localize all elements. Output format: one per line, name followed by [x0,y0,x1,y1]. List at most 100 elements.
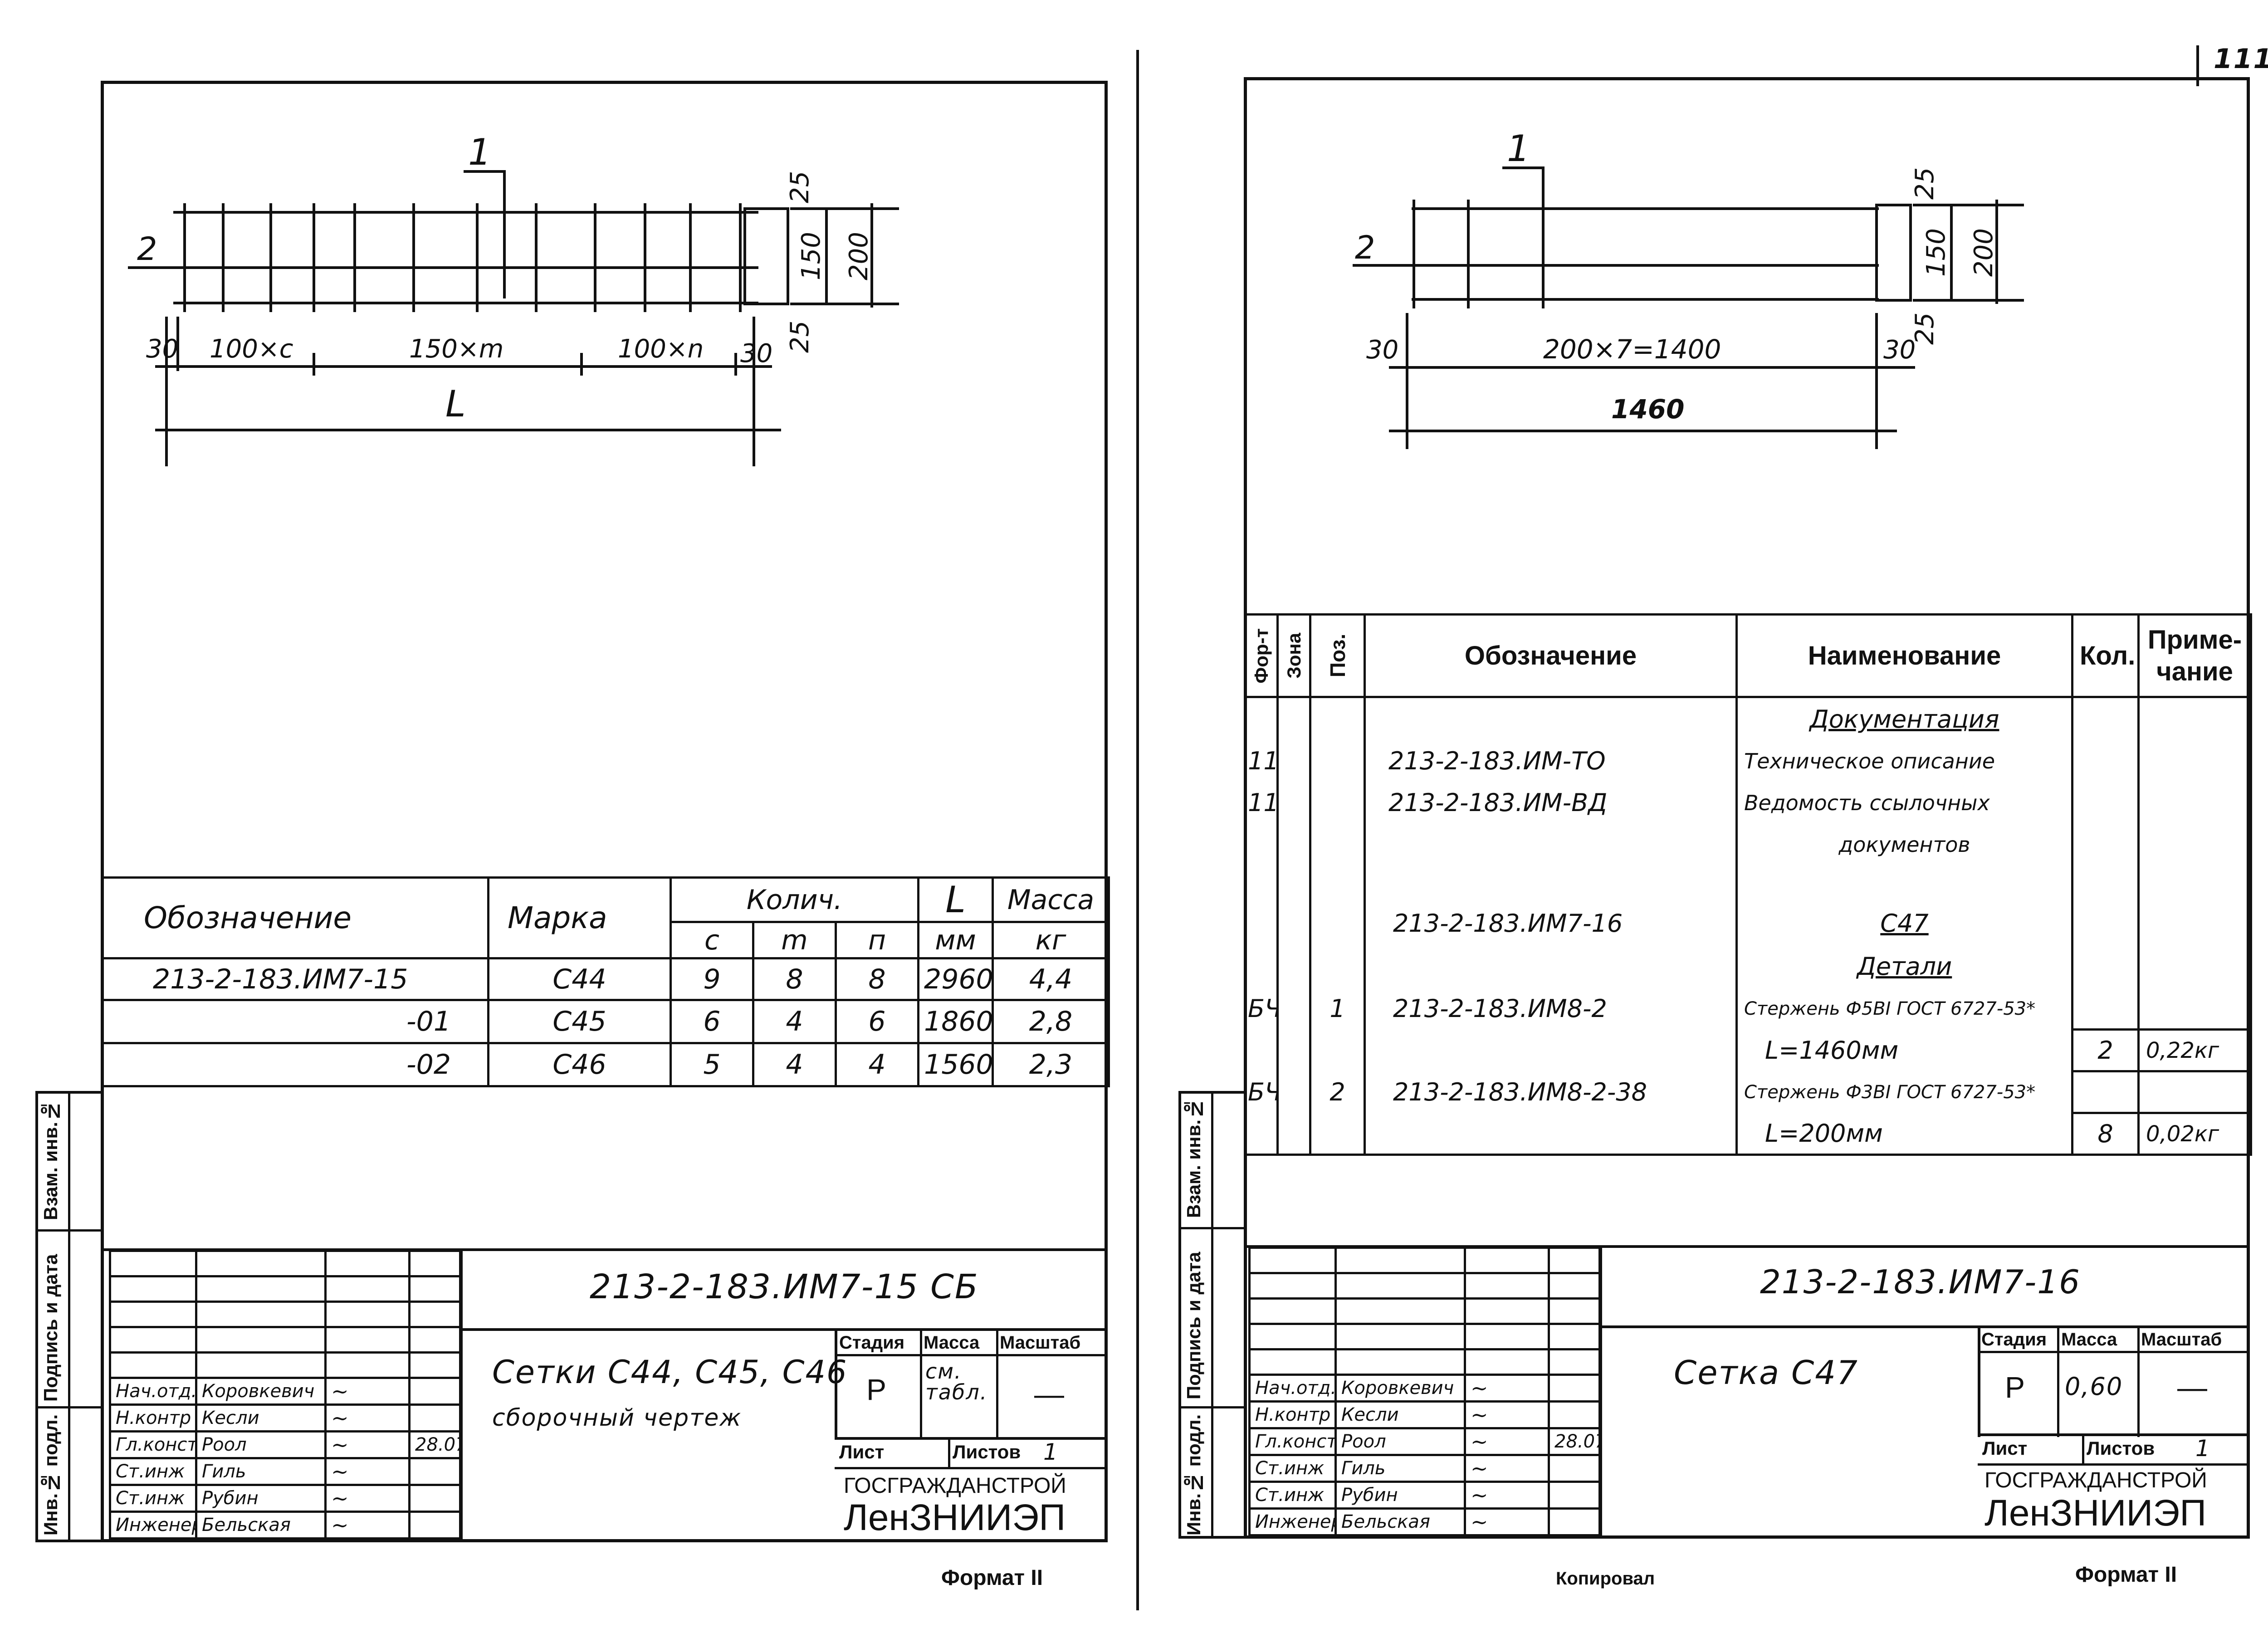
spec-name: Детали [1857,952,1952,981]
staff-role: Нач.отд. [1248,1374,1337,1403]
spec-note [2137,1071,2252,1113]
header-mass-unit: кг [992,921,1110,959]
right-mass-label: Масса [2061,1330,2117,1350]
right-scale-value: — [2177,1370,2207,1404]
right-stage-vline [2137,1325,2140,1437]
left-sheet-frame [101,81,1108,1542]
left-stage-hline [835,1354,1108,1356]
spec-qty [2071,988,2140,1030]
spec-designation [1364,1029,1738,1071]
spec-designation [1364,944,1738,988]
left-stage-hline [835,1437,1108,1440]
signature-mark: ~ [331,1486,349,1511]
right-strip-divider [1211,1091,1213,1539]
left-strip-divider [35,1229,103,1232]
spec-pos [1309,1029,1366,1071]
signature-mark: ~ [331,1433,349,1457]
spec-note [2137,988,2252,1030]
spec-format [1244,1113,1279,1156]
staff-role: Инженер [1248,1507,1337,1536]
row-mark: С44 [487,957,672,1001]
staff-name: Кесли [195,1403,327,1433]
spec-qty [2071,697,2140,740]
left-title-line1: Сетки С44, С45, С46 [492,1354,848,1391]
left-mass-label: Масса [924,1333,980,1353]
spec-designation [1364,1113,1738,1156]
spec-header-zone-text: Зона [1283,633,1305,679]
spec-header-note-line2: чание [2156,656,2233,686]
spec-header-name: Наименование [1735,613,2073,698]
row-length: 2960 [917,957,994,1001]
spec-name-cell: Документация [1735,697,2073,740]
spec-format [1244,697,1279,740]
left-strip-inv-vzam: Взам. инв.№ [40,1100,61,1220]
row-length: 1560 [917,1042,994,1087]
staff-role: Гл.констр [109,1430,197,1459]
spec-designation [1364,865,1738,902]
row-m: 8 [752,957,837,1001]
spec-note [2137,740,2252,782]
left-dim-30-left: 30 [146,334,178,364]
left-leader-label: 1 [468,131,491,173]
spec-header-note: Приме-чание [2137,613,2252,698]
spec-pos [1309,901,1366,945]
spec-header-qty: Кол. [2071,613,2140,698]
spec-pos: 2 [1309,1071,1366,1113]
right-dim-150: 150 [1921,228,1951,277]
row-m: 4 [752,999,837,1044]
right-scale-label: Масштаб [2141,1330,2222,1350]
right-sheet-row-vline [2082,1433,2084,1465]
right-dim-total: 1460 [1611,394,1684,425]
signature-mark: ~ [1471,1376,1488,1400]
signature-mark: ~ [331,1406,349,1430]
spec-header-note-line1: Приме- [2147,625,2242,655]
spec-row: Документация [1244,697,2252,740]
row-c: 6 [670,999,754,1044]
right-stage-grid [1978,1325,2250,1437]
spec-pos [1309,865,1366,902]
right-stage-hline [1978,1433,2250,1436]
header-n: п [834,921,920,959]
spec-header-zone: Зона [1276,613,1311,698]
signature-mark: ~ [331,1513,349,1537]
right-title-block [1244,1245,2250,1539]
spec-designation: 213-2-183.ИМ8-2 [1364,988,1738,1030]
left-tb-hline [459,1328,1108,1331]
spec-note [2137,944,2252,988]
right-strip-divider [1178,1406,1246,1408]
left-dim-150: 150 [797,232,826,280]
left-side-label: 2 [137,230,157,268]
row-n: 8 [834,957,920,1001]
staff-name: Коровкевич [1334,1374,1466,1403]
signature-mark: ~ [1471,1429,1488,1454]
header-mass: Масса [992,876,1110,923]
staff-name: Бельская [195,1511,327,1540]
staff-row: Нач.отд.Коровкевич~ [109,1377,463,1406]
spec-header-pos: Поз. [1309,613,1366,698]
row-c: 9 [670,957,754,1001]
staff-name: Кесли [1334,1400,1466,1429]
header-count: Колич. [669,876,920,923]
right-spec-table: Фор-т Зона Поз. Обозначение Наименование… [1244,613,2252,1156]
row-designation: -01 [101,999,489,1044]
left-strip-divider [68,1091,70,1542]
staff-row: Нач.отд.Коровкевич~ [1248,1374,1602,1403]
right-stage-vline [2057,1325,2059,1437]
right-sheet-label: Лист [1982,1438,2028,1459]
staff-role: Нач.отд. [109,1377,197,1406]
spec-name [1735,865,2073,902]
spec-format [1244,823,1279,865]
spec-header-format-text: Фор-т [1250,628,1272,684]
row-mark: С46 [487,1042,672,1087]
staff-role: Н.контр [109,1403,197,1433]
table-row: -01 С45 6 4 6 1860 2,8 [101,999,1110,1044]
spec-name-cell: Детали [1735,944,2073,988]
spec-qty [2071,740,2140,782]
spec-designation: 213-2-183.ИМ-ТО [1364,740,1738,782]
